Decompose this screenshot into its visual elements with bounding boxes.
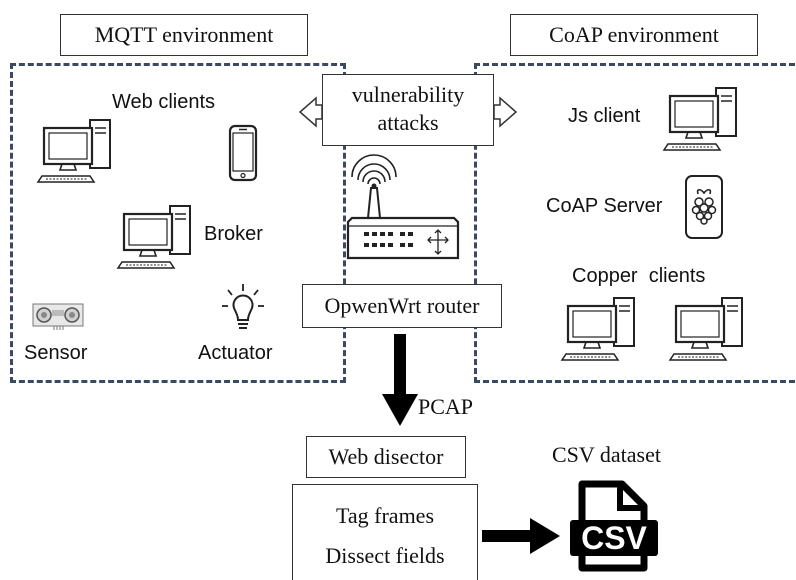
- desktop-computer-icon: [560, 297, 635, 361]
- smartphone-icon: [228, 124, 258, 182]
- tag-frames-label: Tag frames: [335, 503, 435, 528]
- dissect-fields-label: Dissect fields: [325, 543, 445, 568]
- pcap-label: PCAP: [418, 394, 474, 419]
- light-bulb-icon: [222, 284, 264, 329]
- mqtt-environment-region: [10, 63, 346, 383]
- web-dissector-box: Web disector: [306, 436, 466, 478]
- right-arrow-icon: [482, 518, 560, 554]
- ultrasonic-sensor-icon: [32, 303, 84, 330]
- csv-icon-text: CSV: [581, 520, 647, 556]
- actuator-label: Actuator: [198, 342, 273, 364]
- coap-environment-title: CoAP environment: [510, 14, 758, 56]
- raspberry-pi-icon: [685, 175, 723, 239]
- router-icon: [346, 154, 460, 260]
- desktop-computer-icon: [668, 297, 743, 361]
- csv-file-icon: CSV: [570, 480, 658, 572]
- broker-label: Broker: [204, 223, 263, 245]
- vulnerability-attacks-box: vulnerability attacks: [322, 74, 494, 146]
- desktop-computer-icon: [662, 87, 737, 151]
- openwrt-router-box: OpwenWrt router: [302, 284, 502, 328]
- js-client-label: Js client: [568, 105, 641, 127]
- desktop-computer-icon: [36, 119, 111, 183]
- copper-clients-label: Copper clients: [572, 265, 706, 287]
- mqtt-environment-title: MQTT environment: [60, 14, 308, 56]
- sensor-label: Sensor: [24, 342, 88, 364]
- web-clients-label: Web clients: [112, 91, 216, 113]
- coap-server-label: CoAP Server: [546, 195, 663, 217]
- desktop-computer-icon: [116, 205, 191, 269]
- down-arrow-icon: [382, 334, 418, 426]
- coap-environment-region: [474, 63, 796, 383]
- processing-box: Tag frames Dissect fields: [292, 484, 478, 580]
- csv-dataset-label: CSV dataset: [552, 442, 661, 467]
